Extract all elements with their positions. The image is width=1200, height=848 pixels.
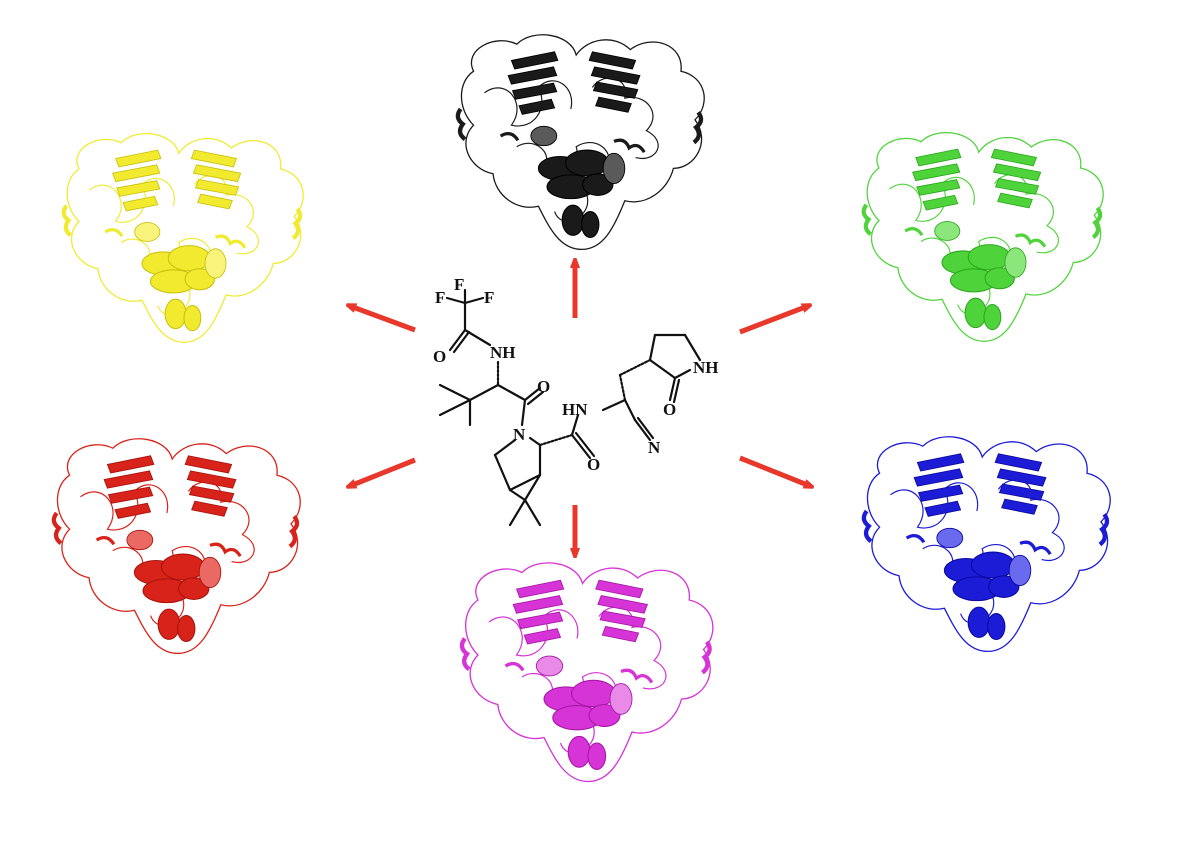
atom-o4: O — [663, 400, 676, 419]
protein-structure-blue — [861, 436, 1111, 653]
atom-n1: N — [513, 425, 526, 444]
protein-structure-magenta — [459, 562, 714, 783]
arrow-upper-right — [739, 306, 808, 335]
arrow-lower-right — [739, 455, 810, 486]
atom-f2: F — [435, 288, 445, 307]
arrow-lower-left — [350, 457, 416, 486]
atom-nh2: NH — [693, 358, 719, 377]
atom-f3: F — [484, 288, 494, 307]
atom-o2: O — [537, 377, 550, 396]
atom-f1: F — [454, 275, 464, 294]
atom-o3: O — [587, 455, 600, 474]
protein-structure-green — [861, 131, 1104, 342]
protein-structure-red — [51, 438, 301, 655]
protein-structure-black — [455, 34, 705, 251]
atom-n2: N — [648, 438, 661, 457]
atom-labels: F F F O NH O N O HN N NH O — [433, 275, 719, 474]
atom-o1: O — [433, 347, 446, 366]
atom-nh1: NH — [490, 343, 516, 362]
chemical-structure — [438, 288, 702, 527]
atom-hn: HN — [562, 400, 588, 419]
protein-structure-yellow — [61, 132, 304, 343]
arrow-upper-left — [350, 306, 416, 333]
arrows — [350, 262, 810, 554]
